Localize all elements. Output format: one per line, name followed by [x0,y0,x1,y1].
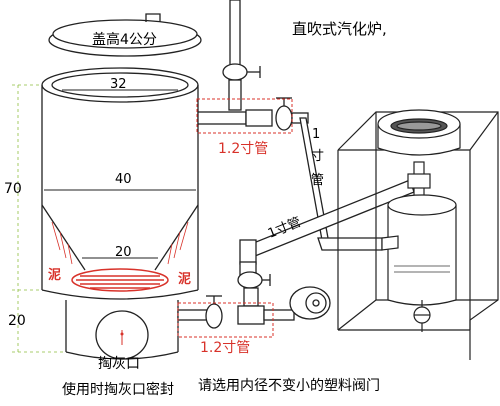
mud-label-left: 泥 [48,268,61,283]
vertical-pipe-label-1: 1 [312,127,320,142]
mid-diameter-label: 40 [115,172,132,187]
upper-height-label: 70 [4,181,22,197]
tank-inlet [381,235,399,251]
top-diameter-label: 32 [110,77,127,92]
upper-pipe-highlight [196,98,293,134]
grate-diameter-label: 20 [115,245,132,260]
height-dimensions [12,84,66,353]
ash-port-label: 掏灰口 [98,356,140,372]
vertical-pipe-label-2: 寸 [311,149,324,164]
upper-pipe-label: 1.2寸管 [218,141,268,157]
lid-height-label: 盖高4公分 [92,31,157,48]
lower-pipe-highlight [177,302,274,338]
mud-label-right: 泥 [178,272,191,287]
diameter-markers [44,89,196,259]
cone-hatching [51,221,189,265]
ash-port-note: 使用时掏灰口密封 [62,381,174,398]
stove-burner [377,109,461,156]
red-grate [71,268,169,292]
stove-frame [337,111,499,360]
ash-port-arrow [120,330,124,345]
diagram-title: 直吹式汽化炉, [292,20,387,38]
lid [48,13,202,57]
lower-valve-assembly [177,271,295,329]
lower-pipe-label: 1.2寸管 [200,340,250,356]
lower-height-label: 20 [8,313,26,329]
blower-fan [289,286,331,320]
ash-chamber [65,300,179,360]
valve-note: 请选用内径不变小的塑料阀门 [198,378,380,394]
vertical-pipe-label-3: 管 [311,173,324,188]
gas-tank [387,161,457,332]
